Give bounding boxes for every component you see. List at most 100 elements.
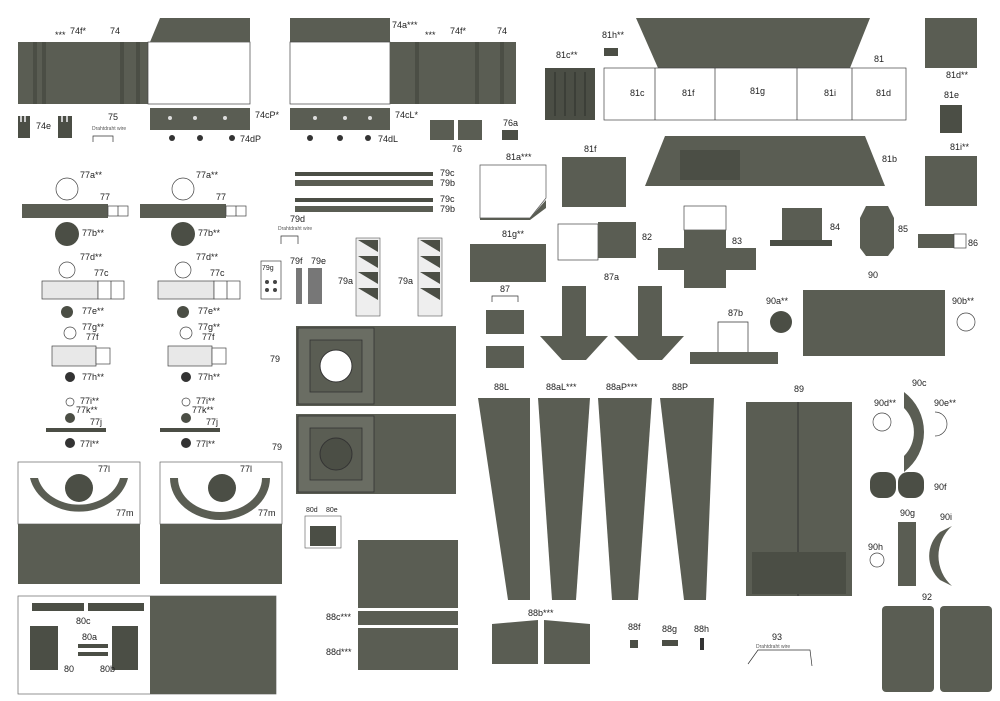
part-90f — [870, 472, 924, 498]
label-77a-1: 77a** — [80, 170, 103, 180]
part-88c-88d — [358, 540, 458, 670]
label-88P: 88P — [672, 382, 688, 392]
part-81d — [925, 18, 977, 68]
label-77c-2: 77c — [210, 268, 225, 278]
label-79-1: 79 — [270, 354, 280, 364]
part-92 — [882, 606, 992, 692]
label-77-1: 77 — [100, 192, 110, 202]
label-81f-in: 81f — [682, 88, 695, 98]
note-93: Drahtdraht wire — [756, 644, 790, 650]
label-80c: 80c — [76, 616, 91, 626]
label-90i: 90i — [940, 512, 952, 522]
label-77l-1: 77l** — [80, 439, 100, 449]
part-84 — [770, 208, 832, 246]
part-74-left — [18, 18, 251, 105]
label-77c-1: 77c — [94, 268, 109, 278]
label-77l-2: 77l** — [196, 439, 216, 449]
label-81c-in: 81c — [630, 88, 645, 98]
part-81e — [940, 105, 962, 133]
part-75-wire — [92, 135, 114, 142]
label-80e: 80e — [326, 507, 338, 514]
label-90a: 90a** — [766, 296, 789, 306]
part-81h — [604, 48, 618, 56]
part-81a — [479, 164, 547, 220]
label-90g: 90g — [900, 508, 915, 518]
label-81g: 81g** — [502, 229, 525, 239]
part-77-set-right — [140, 177, 247, 448]
label-81: 81 — [874, 54, 884, 64]
part-79-upper — [296, 326, 456, 406]
part-93-wire — [747, 649, 813, 667]
part-83 — [658, 205, 756, 288]
part-81-strip — [603, 67, 907, 121]
label-77b-2: 77b** — [198, 228, 221, 238]
part-81c — [545, 68, 595, 120]
part-labels: *** 74f* 74 74a*** *** 74f* 74 74e 75 Dr… — [36, 20, 978, 674]
label-77g-1: 77g** — [82, 322, 105, 332]
part-88L — [478, 398, 530, 600]
label-77e-1: 77e** — [82, 306, 105, 316]
part-79a-right — [417, 237, 443, 317]
label-77i-1: 77i** — [80, 396, 100, 406]
label-77j-1: 77j — [90, 417, 102, 427]
part-81i — [925, 156, 977, 206]
label-79b-2: 79b — [440, 204, 455, 214]
part-87b — [690, 321, 778, 364]
label-80a: 80a — [82, 632, 97, 642]
label-80b: 80b — [100, 664, 115, 674]
part-81g — [470, 244, 546, 282]
part-86 — [918, 233, 967, 249]
part-87a-right — [614, 286, 684, 360]
label-79c-2: 79c — [440, 194, 455, 204]
label-88g: 88g — [662, 624, 677, 634]
label-90b: 90b** — [952, 296, 975, 306]
label-81a: 81a*** — [506, 152, 532, 162]
label-88aL: 88aL*** — [546, 382, 577, 392]
label-79d: 79d — [290, 214, 305, 224]
part-89 — [746, 402, 852, 596]
label-90f: 90f — [934, 482, 947, 492]
part-76 — [430, 120, 518, 140]
label-77d-2: 77d** — [196, 252, 219, 262]
label-77b-1: 77b** — [82, 228, 105, 238]
label-90c: 90c — [912, 378, 927, 388]
label-88d: 88d*** — [326, 647, 352, 657]
label-82: 82 — [642, 232, 652, 242]
label-77g-2: 77g** — [198, 322, 221, 332]
label-76: 76 — [452, 144, 462, 154]
part-88b — [492, 620, 590, 664]
label-80d: 80d — [306, 507, 318, 514]
label-90e: 90e** — [934, 398, 957, 408]
part-79f-79e — [296, 268, 322, 304]
part-81f — [562, 157, 626, 207]
label-86: 86 — [968, 238, 978, 248]
part-81b — [645, 136, 885, 186]
label-81d-in: 81d — [876, 88, 891, 98]
label-87: 87 — [500, 284, 510, 294]
label-93: 93 — [772, 632, 782, 642]
part-74-right — [289, 18, 516, 105]
part-85 — [860, 206, 894, 256]
label-88aP: 88aP*** — [606, 382, 638, 392]
label-75: 75 — [108, 112, 118, 122]
label-79g: 79g — [262, 265, 274, 272]
label-77l-big-1: 77l — [98, 464, 110, 474]
label-90h: 90h — [868, 542, 883, 552]
label-77d-1: 77d** — [80, 252, 103, 262]
part-88aL — [538, 398, 590, 600]
part-88f-88g-88h — [630, 638, 704, 650]
label-77f-2: 77f — [202, 332, 215, 342]
label-77h-1: 77h** — [82, 372, 105, 382]
label-81e: 81e — [944, 90, 959, 100]
part-74e — [18, 116, 72, 138]
label-74dL: 74dL — [378, 134, 398, 144]
label-74a-stars: *** — [425, 30, 436, 40]
label-77m-1: 77m — [116, 508, 134, 518]
part-82 — [557, 222, 636, 261]
part-90 — [770, 290, 976, 356]
label-88b: 88b*** — [528, 608, 554, 618]
label-79a-1: 79a — [338, 276, 353, 286]
label-74a: 74a*** — [392, 20, 418, 30]
label-79e: 79e — [311, 256, 326, 266]
label-79c-1: 79c — [440, 168, 455, 178]
